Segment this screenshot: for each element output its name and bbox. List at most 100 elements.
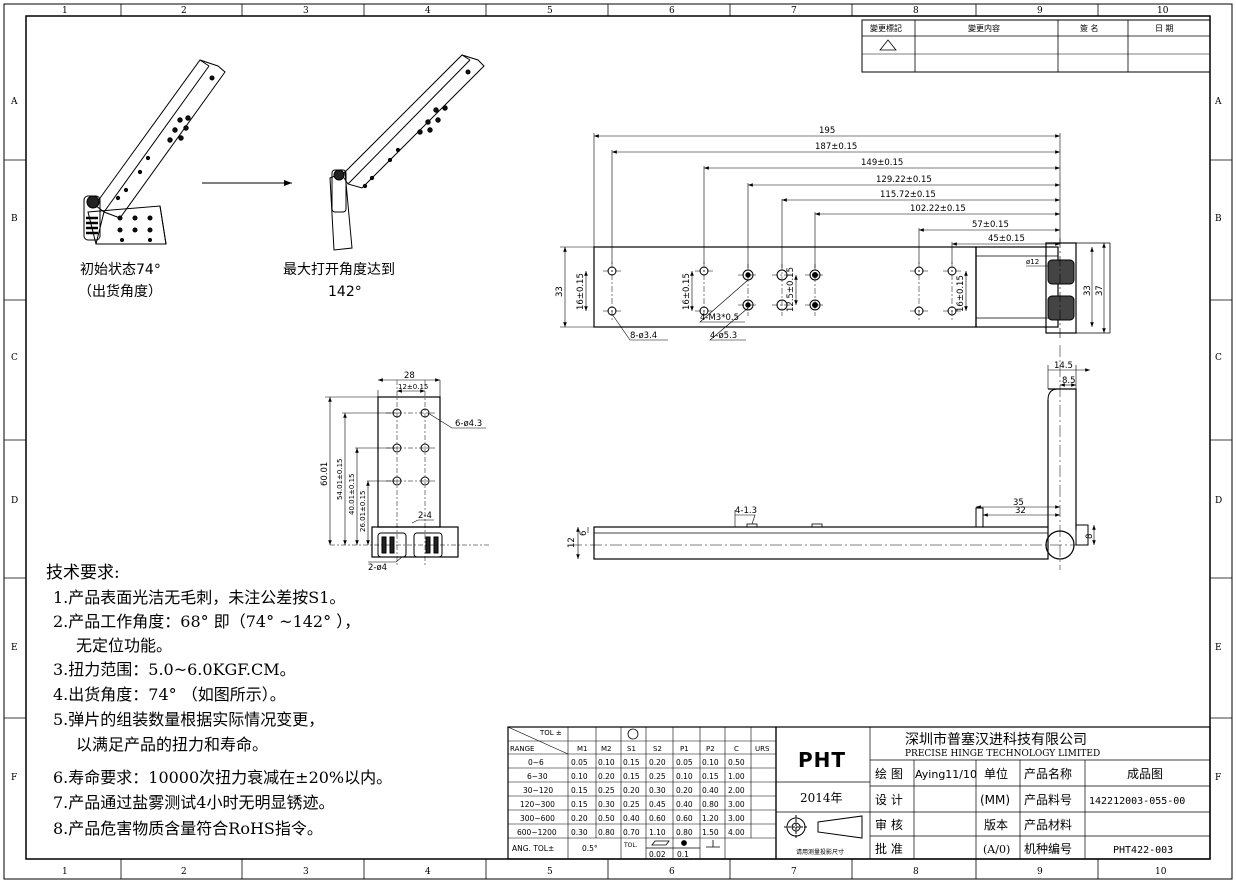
product-name-value: 成品图 (1127, 767, 1163, 781)
tol-cell: 0.80 (702, 800, 719, 809)
tol-cell: 0.15 (702, 772, 719, 781)
dim-33-right: 33 (1083, 285, 1093, 296)
tol-cell: 0.20 (676, 786, 693, 795)
tol-cell: 1.50 (702, 828, 719, 837)
tol-cell: 0.60 (649, 814, 666, 823)
tol-cell: 0.20 (598, 772, 615, 781)
tol-cell: 0.70 (623, 828, 640, 837)
dim-149: 149±0.15 (861, 158, 903, 168)
geo-symbols (646, 840, 720, 849)
col-label: 1 (62, 6, 68, 16)
tol-cell: 0.30 (649, 786, 666, 795)
tech-item: 8.产品危害物质含量符合RoHS指令。 (53, 819, 323, 838)
side-view (570, 345, 1096, 570)
revision-triangle-icon (879, 39, 897, 51)
dim-6-phi4-3: 6-ø4.3 (455, 419, 482, 429)
tol-header: URS (755, 745, 770, 753)
row-label: F (11, 773, 17, 783)
flatness-icon (651, 840, 670, 846)
tol-cell: 30~120 (523, 786, 553, 795)
tol-cell: 6~30 (527, 772, 548, 781)
dim-129: 129.22±0.15 (876, 175, 932, 185)
col-label: 1 (62, 867, 68, 877)
tech-item: 5.弹片的组装数量根据实际情况变更， (53, 710, 324, 729)
col-label: 3 (303, 6, 309, 16)
tol-header: M2 (601, 745, 612, 753)
plan-view (560, 133, 1111, 341)
projection-note: 请用测量投影尺寸 (796, 848, 844, 856)
tol-cell: 0.20 (623, 786, 640, 795)
col-label: 2 (181, 867, 187, 877)
range-label: RANGE (510, 745, 534, 753)
tolerance-table-text: TOL ± RANGE M1 M2 S1 S2 P1 P2 C URS (510, 729, 770, 753)
dim-4-1-3: 4-1.3 (735, 506, 757, 516)
dim-60: 60.01 (320, 462, 330, 486)
col-label: 9 (1037, 6, 1043, 16)
tech-item: 1.产品表面光洁无毛刺，未注公差按S1。 (53, 588, 345, 607)
tol-cell: 1.20 (702, 814, 719, 823)
dim-187: 187±0.15 (815, 142, 857, 152)
design-label: 设 计 (875, 793, 903, 807)
row-label: D (1215, 496, 1222, 506)
side-view-dimensions: 14.5 8.5 35 32 4-1.3 12 6 8 (567, 361, 1095, 548)
technical-requirements: 技术要求: 1.产品表面光洁无毛刺，未注公差按S1。 2.产品工作角度：68° … (46, 563, 392, 838)
max-open-angle: 142° (328, 284, 362, 300)
dim-phi3-4: 8-ø3.4 (630, 331, 657, 341)
tol-cell: 0.15 (571, 786, 588, 795)
tol-cell: 0.25 (598, 786, 615, 795)
dim-102: 102.22±0.15 (910, 204, 966, 214)
row-label: E (11, 643, 18, 653)
rev-header-content: 變更内容 (968, 23, 1000, 33)
tol-cell: 0.10 (571, 772, 588, 781)
tol-geo-label: TOL. (623, 842, 638, 849)
tol-cell: 0.10 (598, 758, 615, 767)
col-label: 10 (1157, 6, 1169, 16)
company-name-cn: 深圳市普塞汉进科技有限公司 (905, 731, 1087, 748)
col-label: 5 (547, 6, 553, 16)
row-label: C (11, 353, 18, 363)
tol-cell: 0.40 (702, 786, 719, 795)
draw-value: Aying11/10 (915, 768, 977, 781)
tol-cell: 0.60 (676, 814, 693, 823)
dim-2-phi4: 2-ø4 (368, 563, 387, 573)
dim-195: 195 (819, 126, 835, 136)
dim-14-5: 14.5 (1054, 361, 1073, 371)
version-value: (A/0) (983, 843, 1010, 856)
tol-cell: 0.30 (571, 828, 588, 837)
table-row: 600~1200 0.30 0.80 0.70 1.10 0.80 1.50 4… (517, 828, 745, 837)
row-label: A (1214, 97, 1222, 107)
title-block-text: PHT 2014年 请用测量投影尺寸 深圳市普塞汉进科技有限公司 PRECISE… (796, 731, 1185, 856)
dim-2-4: 2-4 (418, 511, 432, 521)
col-label: 6 (669, 867, 675, 877)
rev-header-sign: 簽 名 (1080, 23, 1099, 33)
tolerance-table (507, 726, 777, 860)
tol-header: S2 (653, 745, 662, 753)
title-block (775, 726, 1211, 860)
tol-cell: 1.10 (649, 828, 666, 837)
tol-cell: 0~6 (528, 758, 544, 767)
leaf-view (325, 378, 490, 565)
col-label: 7 (791, 867, 797, 877)
tol-cell: 120~300 (520, 800, 555, 809)
table-row: 30~120 0.15 0.25 0.20 0.30 0.20 0.40 2.0… (523, 786, 745, 795)
dim-12-5: 12.5±0.15 (786, 267, 796, 312)
review-label: 审 核 (875, 817, 903, 832)
material-label: 产品材料 (1024, 818, 1072, 832)
col-label: 2 (181, 6, 187, 16)
unit-value: (MM) (980, 793, 1010, 807)
dim-phi5-3: 4-ø5.3 (710, 331, 737, 341)
table-row: 6~30 0.10 0.20 0.15 0.25 0.10 0.15 1.00 (527, 772, 745, 781)
roundness-value: 0.1 (677, 850, 689, 859)
frame-row-labels: A B C D E F A B C D E F (10, 97, 1222, 783)
tol-cell: 600~1200 (517, 828, 557, 837)
flatness-value: 0.02 (649, 850, 666, 859)
dim-57: 57±0.15 (972, 220, 1009, 230)
row-label: A (10, 97, 18, 107)
tol-cell: 0.20 (649, 758, 666, 767)
company-logo: PHT (798, 748, 846, 772)
col-label: 8 (913, 867, 919, 877)
ang-tol-value: 0.5° (582, 844, 598, 853)
col-label: 10 (1155, 867, 1167, 877)
unit-label: 单位 (984, 766, 1008, 781)
